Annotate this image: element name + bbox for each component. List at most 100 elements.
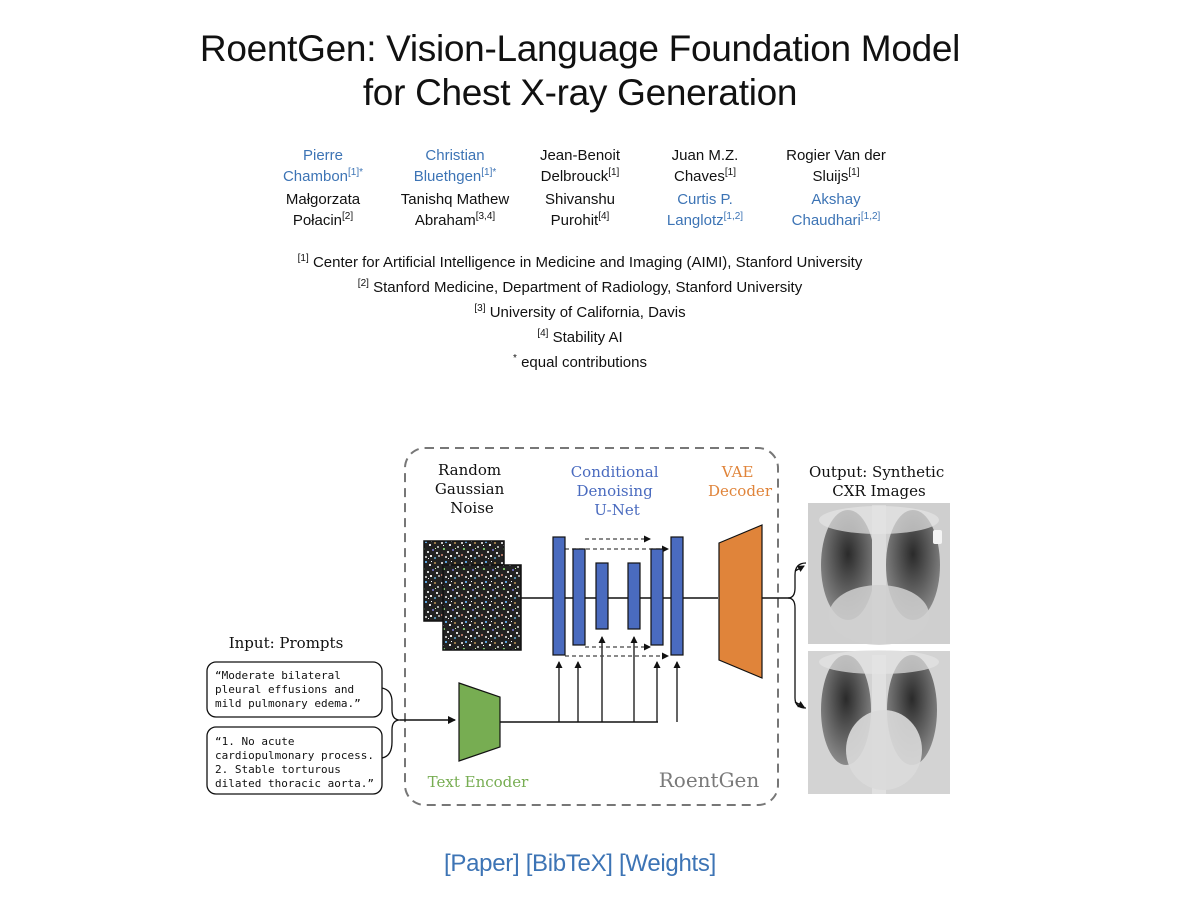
affiliation-mark: [3] (474, 303, 486, 314)
unet-block-3 (595, 562, 609, 630)
prompt-box-2 (206, 726, 383, 795)
prompt-box-1 (206, 661, 383, 718)
prompt-2-text: “1. No acute cardiopulmonary process. 2.… (215, 735, 381, 790)
unet-block-4 (627, 562, 641, 630)
affiliation-line: [4] Stability AI (0, 323, 1160, 348)
affiliation-line: [1] Center for Artificial Intelligence i… (0, 248, 1160, 273)
author-first-line: Rogier Van der (786, 147, 886, 164)
affiliation-line: [2] Stanford Medicine, Department of Rad… (0, 273, 1160, 298)
author-second-line: Sluijs[1] (761, 166, 911, 187)
affiliation-list: [1] Center for Artificial Intelligence i… (0, 248, 1160, 373)
unet-block-5 (650, 548, 664, 646)
arrow-to-xray-1 (794, 565, 805, 572)
affiliation-text: Stability AI (552, 329, 623, 346)
affiliation-mark: * (513, 353, 517, 364)
author-second-line: Chaves[1] (630, 166, 780, 187)
author-affiliation-mark: [1] (848, 167, 860, 178)
author-4: Juan M.Z. Chaves[1] (630, 145, 780, 187)
unet-block-6 (670, 536, 684, 656)
author-affiliation-mark: [1] (608, 167, 620, 178)
author-second-line: Chambon[1]* (248, 166, 398, 187)
unet-label: Conditional Denoising U-Net (571, 463, 664, 519)
vae-decoder-block (718, 524, 763, 679)
affiliation-text: Stanford Medicine, Department of Radiolo… (373, 279, 803, 296)
unet-block-2 (572, 548, 586, 646)
affiliation-mark: [4] (537, 328, 549, 339)
author-first-line: Tanishq Mathew (400, 191, 510, 208)
roentgen-model-label: RoentGen (659, 768, 760, 792)
author-affiliation-mark: [1,2] (723, 211, 744, 222)
author-name-part: Chambon (282, 168, 349, 185)
author-second-line: Abraham[3,4] (380, 210, 530, 231)
author-first-line: Christian (425, 147, 485, 164)
affiliation-mark: [1] (297, 253, 309, 264)
author-second-line: Purohit[4] (505, 210, 655, 231)
author-first-line: Jean-Benoit (539, 147, 621, 164)
author-first-line: Pierre (302, 147, 343, 164)
resource-links: [Paper] [BibTeX] [Weights] (0, 850, 1160, 878)
author-second-line: Chaudhari[1,2] (761, 210, 911, 231)
output-label: Output: Synthetic CXR Images (809, 463, 949, 500)
author-first-line: Akshay (811, 191, 861, 208)
affiliation-text: equal contributions (521, 354, 647, 371)
author-name-part: Chaves (674, 168, 725, 185)
affiliation-line: * equal contributions (0, 348, 1160, 373)
affiliation-line: [3] University of California, Davis (0, 298, 1160, 323)
prompt-1-text: “Moderate bilateral pleural effusions an… (215, 669, 361, 710)
title-line-1: RoentGen: Vision-Language Foundation Mod… (199, 28, 961, 69)
paper-title: RoentGen: Vision-Language Foundation Mod… (0, 27, 1160, 115)
author-9[interactable]: Curtis P. Langlotz[1,2] (630, 189, 780, 231)
author-affiliation-mark: [4] (598, 211, 610, 222)
author-first-line: Małgorzata (285, 191, 361, 208)
author-affiliation-mark: [2] (342, 211, 354, 222)
affiliation-text: Center for Artificial Intelligence in Me… (312, 254, 863, 271)
paper-link[interactable]: [Paper] (444, 850, 520, 877)
noise-image-front (442, 564, 522, 651)
text-encoder-block (458, 682, 501, 762)
synthetic-xray-2 (808, 650, 950, 794)
roentgen-model-box (404, 447, 779, 806)
author-name-part: Chaudhari (791, 212, 861, 229)
author-affiliation-mark: [1] (724, 167, 736, 178)
bibtex-link[interactable]: [BibTeX] (525, 850, 613, 877)
text-encoder-label: Text Encoder (428, 773, 529, 791)
weights-link[interactable]: [Weights] (619, 850, 716, 877)
author-first-line: Curtis P. (677, 191, 733, 208)
author-name-part: Purohit (550, 212, 599, 229)
author-affiliation-mark: [1]* (348, 167, 364, 178)
input-label: Input: Prompts (229, 634, 344, 652)
author-second-line: Langlotz[1,2] (630, 210, 780, 231)
author-second-line: Połacin[2] (248, 210, 398, 231)
author-first-line: Juan M.Z. (671, 147, 739, 164)
author-second-line: Bluethgen[1]* (380, 166, 530, 187)
author-name-part: Abraham (414, 212, 476, 229)
prompt-brace (381, 687, 401, 759)
author-first-line: Shivanshu (544, 191, 616, 208)
affiliation-text: University of California, Davis (489, 304, 686, 321)
author-name-part: Połacin (292, 212, 343, 229)
author-affiliation-mark: [3,4] (475, 211, 496, 222)
output-brace (787, 562, 807, 709)
unet-block-1 (552, 536, 566, 656)
author-affiliation-mark: [1]* (481, 167, 497, 178)
title-line-2: for Chest X-ray Generation (362, 72, 798, 113)
author-name-part: Delbrouck (540, 168, 609, 185)
author-second-line: Delbrouck[1] (505, 166, 655, 187)
author-affiliation-mark: [1,2] (860, 211, 881, 222)
arrow-to-xray-2 (794, 701, 805, 708)
author-name-part: Sluijs (812, 168, 849, 185)
synthetic-xray-1 (808, 503, 950, 645)
affiliation-mark: [2] (357, 278, 369, 289)
noise-label: Random Gaussian Noise (435, 461, 509, 517)
author-name-part: Langlotz (666, 212, 724, 229)
vae-label: VAE Decoder (708, 463, 773, 500)
